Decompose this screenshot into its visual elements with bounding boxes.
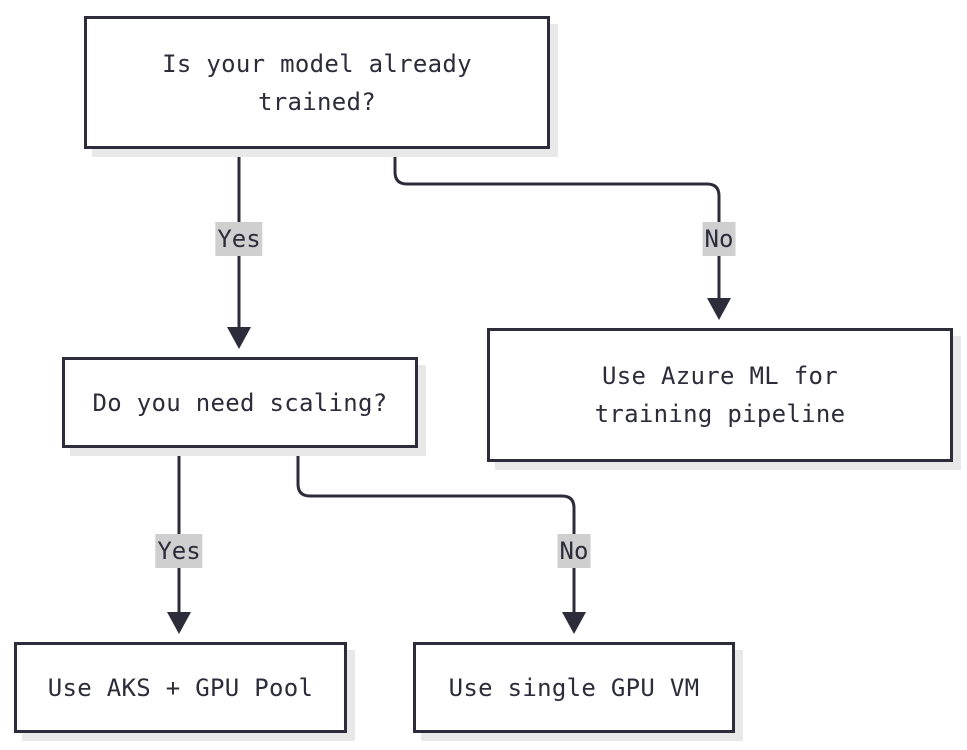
outcome-single-gpu-vm: Use single GPU VM — [413, 642, 735, 733]
arrowhead-icon — [227, 327, 251, 349]
edge-scaling-to-gpuvm — [296, 448, 586, 634]
outcome-aks-gpu-pool: Use AKS + GPU Pool — [14, 642, 347, 733]
decision-model-trained: Is your model already trained? — [84, 16, 550, 149]
node-label: Use single GPU VM — [448, 673, 700, 702]
node-label: Use AKS + GPU Pool — [47, 673, 314, 702]
arrowhead-icon — [562, 612, 586, 634]
node-label: Use Azure ML for training pipeline — [594, 362, 846, 428]
outcome-azure-ml: Use Azure ML for training pipeline — [487, 328, 953, 462]
edge-label-yes: Yes — [155, 534, 203, 568]
node-label: Is your model already trained? — [162, 49, 472, 116]
node-label: Do you need scaling? — [92, 388, 388, 417]
edge-label-no: No — [702, 222, 736, 256]
edge-trained-to-azure — [393, 149, 731, 320]
edge-label-no: No — [557, 534, 591, 568]
edge-scaling-to-aks — [167, 448, 191, 634]
arrowhead-icon — [707, 298, 731, 320]
edge-label-yes: Yes — [215, 222, 263, 256]
arrowhead-icon — [167, 612, 191, 634]
decision-need-scaling: Do you need scaling? — [62, 357, 418, 448]
